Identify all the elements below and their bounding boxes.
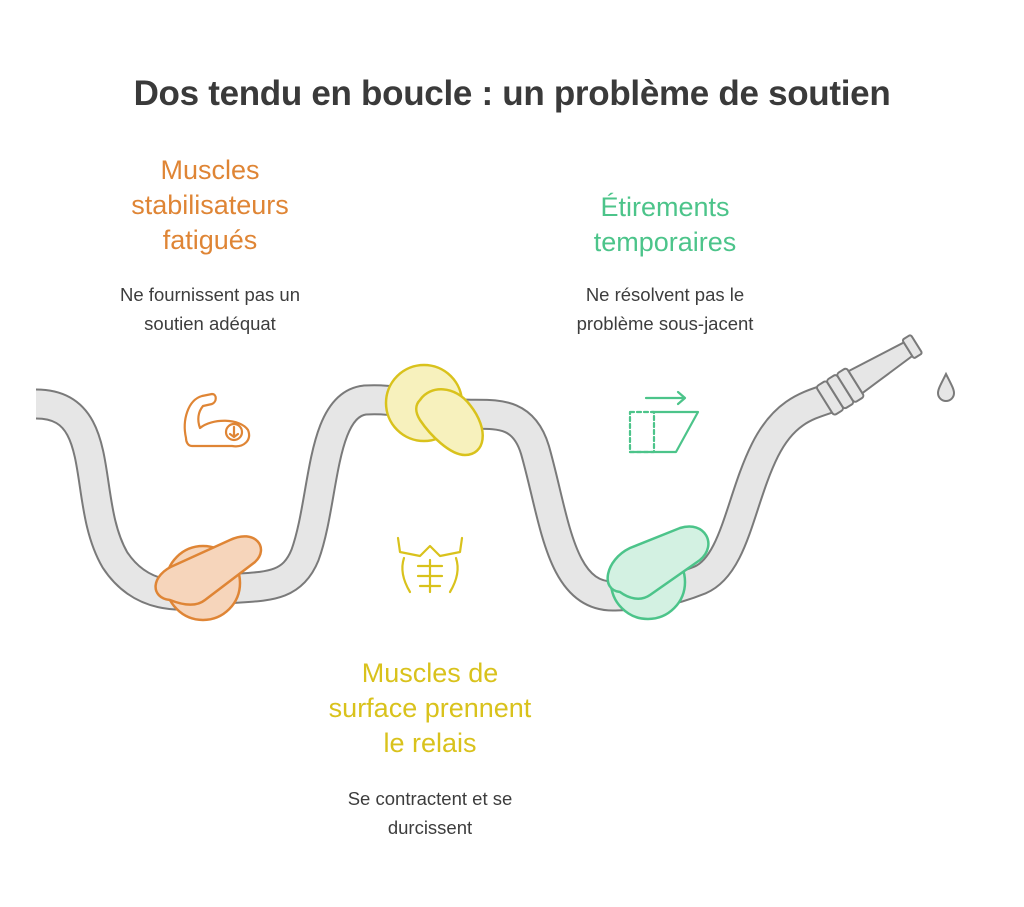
stretching-heading: Étirements temporaires: [540, 190, 790, 260]
surface-heading: Muscles de surface prennent le relais: [290, 656, 570, 761]
stretch-shape-icon: [628, 390, 700, 454]
stabilizers-heading-line: Muscles: [160, 155, 260, 185]
page-title: Dos tendu en boucle : un problème de sou…: [133, 74, 891, 113]
stretching-heading-line: Étirements: [600, 192, 730, 222]
water-drop-icon: [936, 371, 956, 402]
surface-heading-line: surface prennent: [328, 693, 532, 723]
surface-description-line: durcissent: [387, 817, 473, 838]
stretching-description-line: Ne résolvent pas le: [585, 284, 745, 305]
surface-description-line: Se contractent et se: [347, 788, 513, 809]
stretching-description-line: problème sous-jacent: [576, 313, 754, 334]
stabilizers-heading-line: stabilisateurs: [131, 190, 289, 220]
nozzle-icon: [816, 334, 923, 416]
stabilizers-description-line: Ne fournissent pas un: [120, 284, 300, 305]
surface-heading-line: Muscles de: [361, 658, 499, 688]
stabilizers-description-line: soutien adéquat: [144, 313, 276, 334]
knot-orange: [154, 535, 263, 622]
stretching-description: Ne résolvent pas le problème sous-jacent: [525, 280, 805, 338]
surface-heading-line: le relais: [383, 728, 477, 758]
knot-green: [606, 525, 710, 621]
stabilizers-heading: Muscles stabilisateurs fatigués: [80, 153, 340, 258]
stabilizers-description: Ne fournissent pas un soutien adéquat: [70, 280, 350, 338]
surface-description: Se contractent et se durcissent: [290, 784, 570, 842]
flexed-arm-icon: [183, 392, 251, 448]
torso-muscles-icon: [396, 536, 464, 594]
stabilizers-heading-line: fatigués: [162, 225, 258, 255]
knot-yellow: [384, 363, 484, 457]
stretching-heading-line: temporaires: [593, 227, 737, 257]
